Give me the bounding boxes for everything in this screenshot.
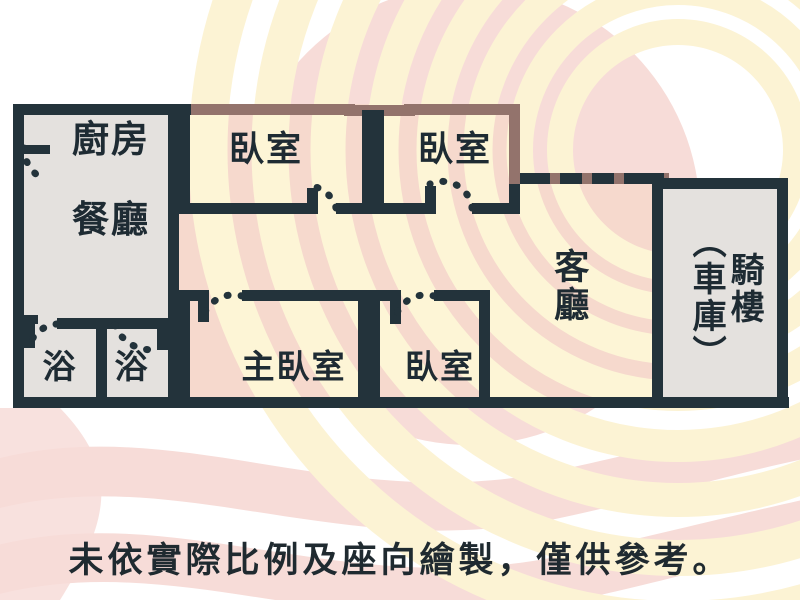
wall-jamb-stubs [18,145,50,324]
disclaimer-caption: 未依實際比例及座向繪製，僅供參考。 [68,540,732,581]
room-fill-garage [663,178,788,408]
wall-dark-segments [13,104,789,408]
